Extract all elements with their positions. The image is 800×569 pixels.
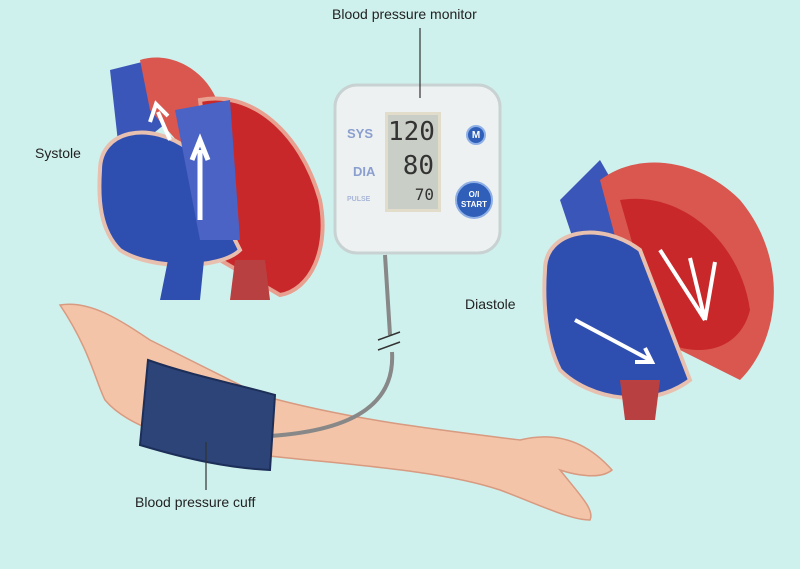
blood-pressure-cuff [138,358,277,472]
systole-heart [97,57,325,300]
monitor-cable [269,254,395,438]
diastole-heart [542,160,774,420]
sys-value: 120 [388,117,435,147]
m-button[interactable]: M [466,125,486,145]
monitor-label: Blood pressure monitor [332,6,477,22]
dia-value: 80 [402,151,434,181]
start-button-line2: START [460,200,488,209]
sys-label: SYS [347,126,374,141]
lcd-display: 120 80 70 [385,112,441,212]
pulse-label: PULSE [347,196,371,203]
dia-label: DIA [353,164,376,179]
cuff-label: Blood pressure cuff [135,494,256,510]
start-button-line1: O/I [468,190,480,199]
pulse-value: 70 [414,185,434,204]
diastole-label: Diastole [465,296,516,312]
start-button[interactable]: O/I START [455,181,493,219]
systole-label: Systole [35,145,81,161]
